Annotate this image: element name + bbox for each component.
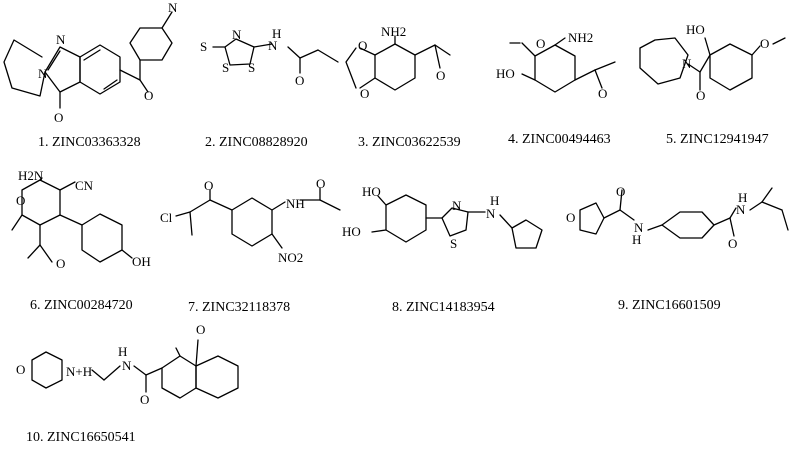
atom-label: O: [140, 392, 149, 407]
atom-label: O: [16, 193, 25, 208]
atom-label: O: [760, 36, 769, 51]
caption-index: 3.: [358, 135, 369, 150]
atom-label: N: [268, 38, 278, 53]
atom-label: CN: [75, 178, 94, 193]
structure-compound-3: NH2 O O O: [345, 24, 451, 101]
atom-label: Cl: [160, 210, 173, 225]
atom-label: O: [696, 88, 705, 103]
atom-label: NH2: [381, 24, 406, 39]
atom-label: S: [248, 60, 255, 75]
structure-compound-8: HO HO N H N S: [342, 184, 543, 251]
atom-label: O: [316, 176, 325, 191]
caption-zinc-id: ZINC00494463: [522, 132, 611, 147]
caption-index: 10.: [26, 430, 44, 445]
atom-label: N: [122, 358, 132, 373]
caption-zinc-id: ZINC14183954: [406, 300, 495, 315]
caption-compound-1: 1. ZINC03363328: [38, 135, 141, 151]
atom-label: HO: [686, 22, 705, 37]
atom-label: O: [360, 86, 369, 101]
structure-compound-6: H2N CN O O OH: [11, 168, 151, 271]
structure-compound-4: O NH2 HO O: [496, 30, 616, 101]
caption-compound-7: 7. ZINC32118378: [188, 300, 290, 316]
caption-index: 9.: [618, 298, 629, 313]
atom-label: H: [738, 190, 747, 205]
caption-zinc-id: ZINC00284720: [44, 298, 133, 313]
structure-compound-2: S N H N S S O: [200, 26, 339, 88]
atom-label: N: [682, 56, 692, 71]
atom-label: N: [56, 32, 66, 47]
caption-compound-10: 10. ZINC16650541: [26, 430, 136, 446]
atom-label: O: [436, 68, 445, 83]
caption-compound-4: 4. ZINC00494463: [508, 132, 611, 148]
caption-index: 7.: [188, 300, 199, 315]
structure-compound-7: O Cl NH O NO2: [160, 176, 341, 265]
caption-compound-2: 2. ZINC08828920: [205, 135, 308, 151]
atom-label: N: [634, 220, 644, 235]
caption-zinc-id: ZINC03363328: [52, 135, 141, 150]
atom-label: NH2: [568, 30, 593, 45]
caption-compound-6: 6. ZINC00284720: [30, 298, 133, 314]
atom-label: N: [232, 27, 242, 42]
atom-label: H: [118, 344, 127, 359]
caption-compound-5: 5. ZINC12941947: [666, 132, 769, 148]
caption-index: 6.: [30, 298, 41, 313]
caption-index: 5.: [666, 132, 677, 147]
atom-label: O: [566, 210, 575, 225]
caption-zinc-id: ZINC16650541: [47, 430, 136, 445]
caption-index: 8.: [392, 300, 403, 315]
structure-compound-9: O O N H H N O: [566, 184, 789, 251]
atom-label: N: [168, 0, 178, 15]
structure-compound-10: O N+H H N O O: [16, 322, 239, 407]
atom-label: N: [736, 202, 746, 217]
atom-label: O: [54, 110, 63, 125]
caption-zinc-id: ZINC16601509: [632, 298, 721, 313]
caption-index: 1.: [38, 135, 49, 150]
caption-zinc-id: ZINC12941947: [680, 132, 769, 147]
atom-label: O: [56, 256, 65, 271]
atom-label: O: [295, 73, 304, 88]
atom-label: OH: [132, 254, 151, 269]
atom-label: N: [452, 198, 462, 213]
caption-index: 2.: [205, 135, 216, 150]
atom-label: N: [486, 206, 496, 221]
atom-label: N+H: [66, 364, 92, 379]
atom-label: H: [272, 26, 281, 41]
caption-compound-8: 8. ZINC14183954: [392, 300, 495, 316]
caption-compound-9: 9. ZINC16601509: [618, 298, 721, 314]
atom-label: H: [632, 232, 641, 247]
atom-label: O: [144, 88, 153, 103]
atom-label: O: [728, 236, 737, 251]
caption-zinc-id: ZINC08828920: [219, 135, 308, 150]
atom-label: NH: [286, 196, 305, 211]
atom-label: O: [196, 322, 205, 337]
atom-label: O: [616, 184, 625, 199]
atom-label: NO2: [278, 250, 303, 265]
atom-label: S: [222, 60, 229, 75]
structure-compound-1: N N N O O: [3, 0, 178, 125]
atom-label: H2N: [18, 168, 44, 183]
atom-label: S: [450, 236, 457, 251]
atom-label: HO: [496, 66, 515, 81]
atom-label: O: [204, 178, 213, 193]
atom-label: O: [598, 86, 607, 101]
atom-label: O: [536, 36, 545, 51]
atom-label: H: [490, 193, 499, 208]
atom-label: HO: [342, 224, 361, 239]
atom-label: N: [38, 66, 48, 81]
atom-label: O: [358, 38, 367, 53]
caption-compound-3: 3. ZINC03622539: [358, 135, 461, 151]
caption-index: 4.: [508, 132, 519, 147]
structure-compound-5: HO O N O: [639, 22, 786, 103]
caption-zinc-id: ZINC32118378: [202, 300, 291, 315]
atom-label: O: [16, 362, 25, 377]
atom-label: S: [200, 39, 207, 54]
atom-label: HO: [362, 184, 381, 199]
caption-zinc-id: ZINC03622539: [372, 135, 461, 150]
